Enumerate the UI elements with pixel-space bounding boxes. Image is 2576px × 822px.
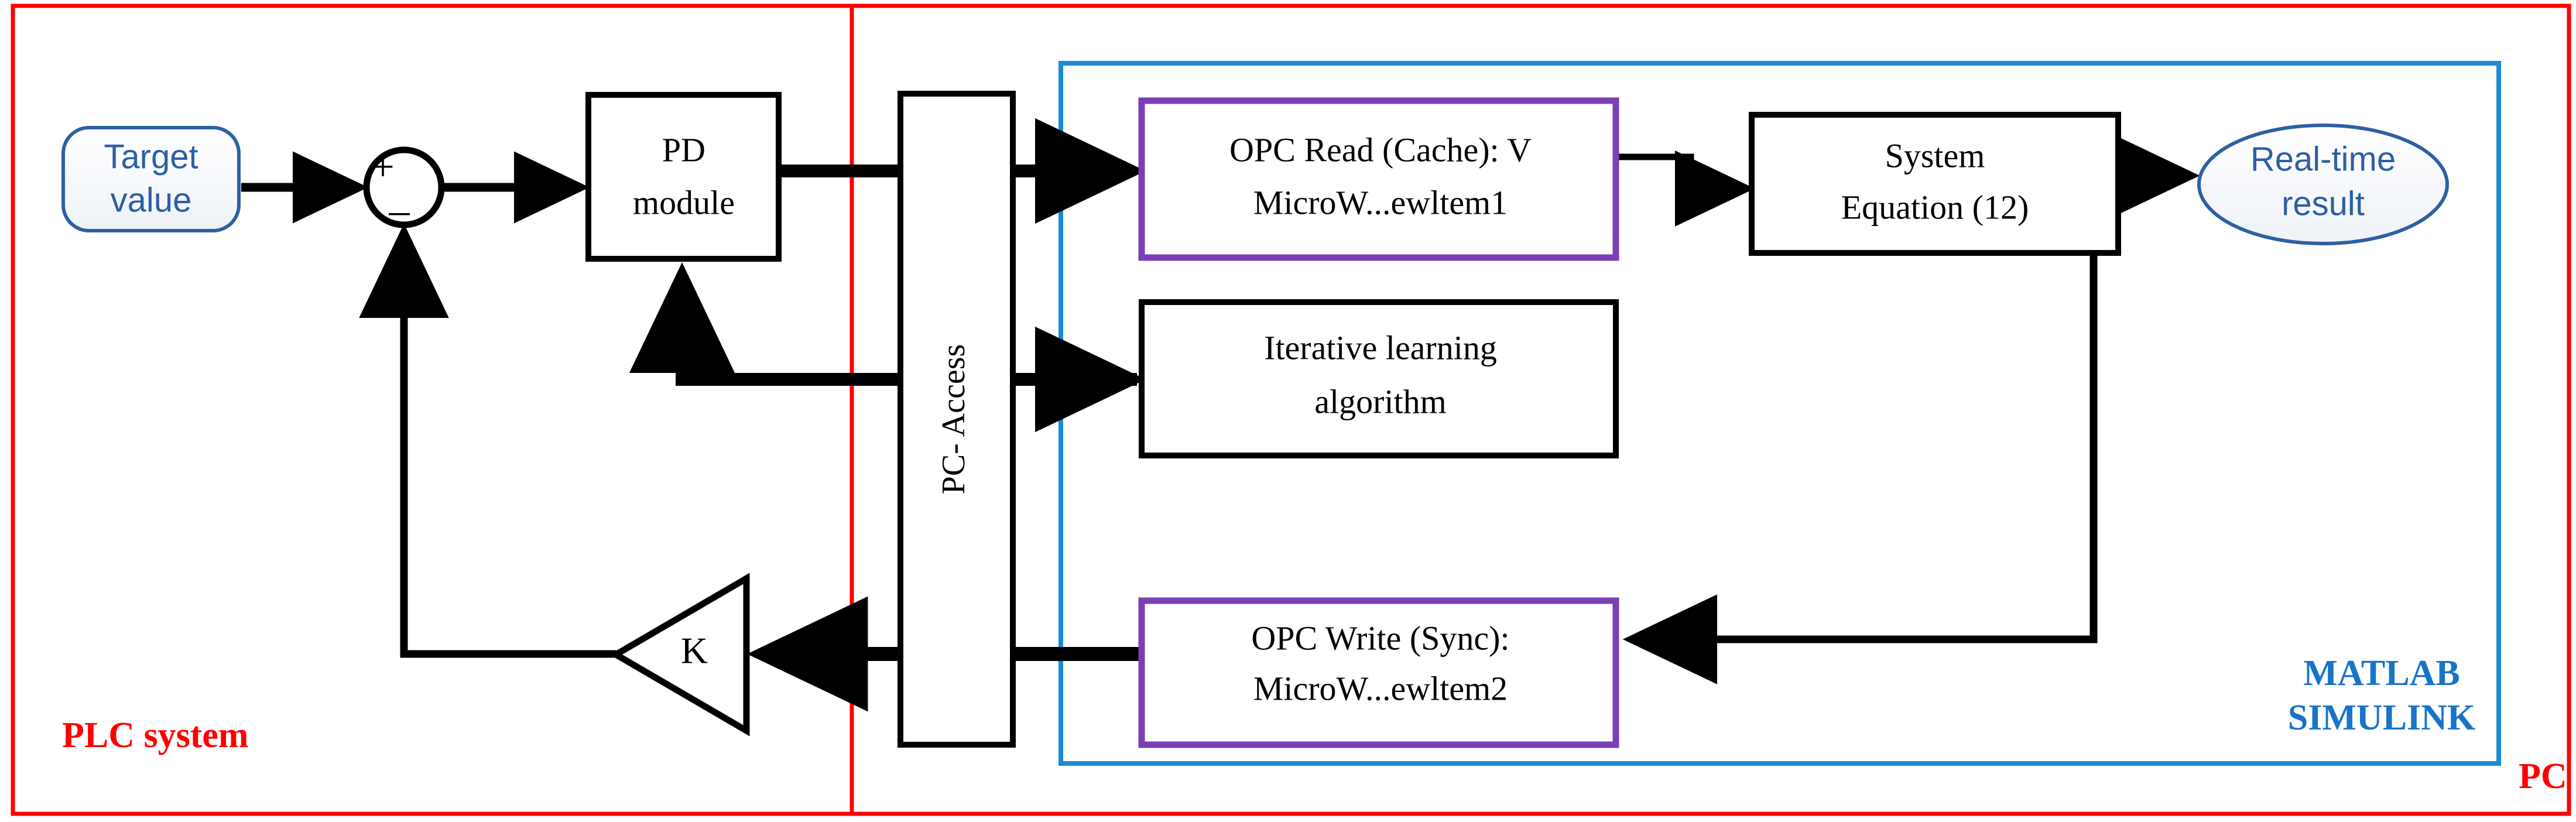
opc-read-label-line1: OPC Read (Cache): V bbox=[1229, 131, 1532, 169]
opc-write-label-line2: MicroW...ewltem2 bbox=[1253, 669, 1508, 707]
sum-junction-minus-sign: – bbox=[389, 188, 410, 233]
iterative-learning-label-line2: algorithm bbox=[1314, 382, 1447, 420]
plc-system-zone-label: PLC system bbox=[62, 715, 249, 755]
node-iterative-learning[interactable]: Iterative learning algorithm bbox=[1139, 299, 1619, 458]
opc-read-label-line2: MicroW...ewltem1 bbox=[1253, 183, 1508, 221]
pc-zone-label: PC bbox=[2519, 756, 2567, 796]
pd-module-label-line1: PD bbox=[662, 131, 705, 169]
target-value-label-line2: value bbox=[111, 181, 192, 219]
node-sum-junction[interactable]: + – bbox=[363, 145, 445, 233]
sum-junction-shape bbox=[363, 146, 445, 228]
path-opcread-to-systemeq bbox=[1616, 150, 1755, 227]
pd-module-label-line2: module bbox=[633, 183, 735, 221]
target-value-label-line1: Target bbox=[104, 138, 198, 176]
matlab-zone-label-line1: MATLAB bbox=[2303, 653, 2460, 693]
node-target-value[interactable]: Target value bbox=[61, 126, 241, 232]
node-pc-access[interactable]: PC- Access bbox=[898, 91, 1016, 748]
pc-access-shape bbox=[898, 91, 1016, 748]
node-gain-k[interactable]: K bbox=[609, 573, 750, 737]
path-systemeq-feedback-to-opcwrite bbox=[1622, 176, 2098, 684]
matlab-zone-label-line2: SIMULINK bbox=[2288, 698, 2475, 738]
system-equation-label-line1: System bbox=[1885, 136, 1985, 174]
node-opc-read[interactable]: OPC Read (Cache): V MicroW...ewltem1 bbox=[1138, 97, 1619, 261]
iterative-learning-label-line1: Iterative learning bbox=[1264, 328, 1497, 367]
node-realtime-result[interactable]: Real-time result bbox=[2197, 124, 2449, 245]
node-system-equation[interactable]: System Equation (12) bbox=[1749, 112, 2121, 256]
iterative-learning-shape bbox=[1139, 299, 1619, 458]
realtime-result-label-line2: result bbox=[2282, 184, 2365, 222]
opc-write-label-line1: OPC Write (Sync): bbox=[1251, 619, 1509, 657]
opc-write-shape bbox=[1138, 597, 1619, 748]
system-equation-shape bbox=[1749, 112, 2121, 256]
pc-access-label: PC- Access bbox=[936, 344, 972, 495]
target-value-shape bbox=[61, 126, 241, 232]
system-equation-label-line2: Equation (12) bbox=[1841, 188, 2029, 226]
gain-k-label: K bbox=[681, 630, 708, 672]
node-opc-write[interactable]: OPC Write (Sync): MicroW...ewltem2 bbox=[1138, 597, 1619, 748]
pd-module-shape bbox=[585, 92, 782, 262]
gain-k-shape bbox=[609, 573, 750, 737]
sum-junction-plus-sign: + bbox=[371, 145, 394, 190]
opc-read-shape bbox=[1138, 97, 1619, 261]
path-gain-to-sum bbox=[359, 223, 616, 658]
realtime-result-label-line1: Real-time bbox=[2250, 140, 2396, 178]
node-pd-module[interactable]: PD module bbox=[585, 92, 782, 262]
plc-pc-outer-border bbox=[11, 4, 2571, 816]
realtime-result-shape bbox=[2197, 124, 2449, 245]
